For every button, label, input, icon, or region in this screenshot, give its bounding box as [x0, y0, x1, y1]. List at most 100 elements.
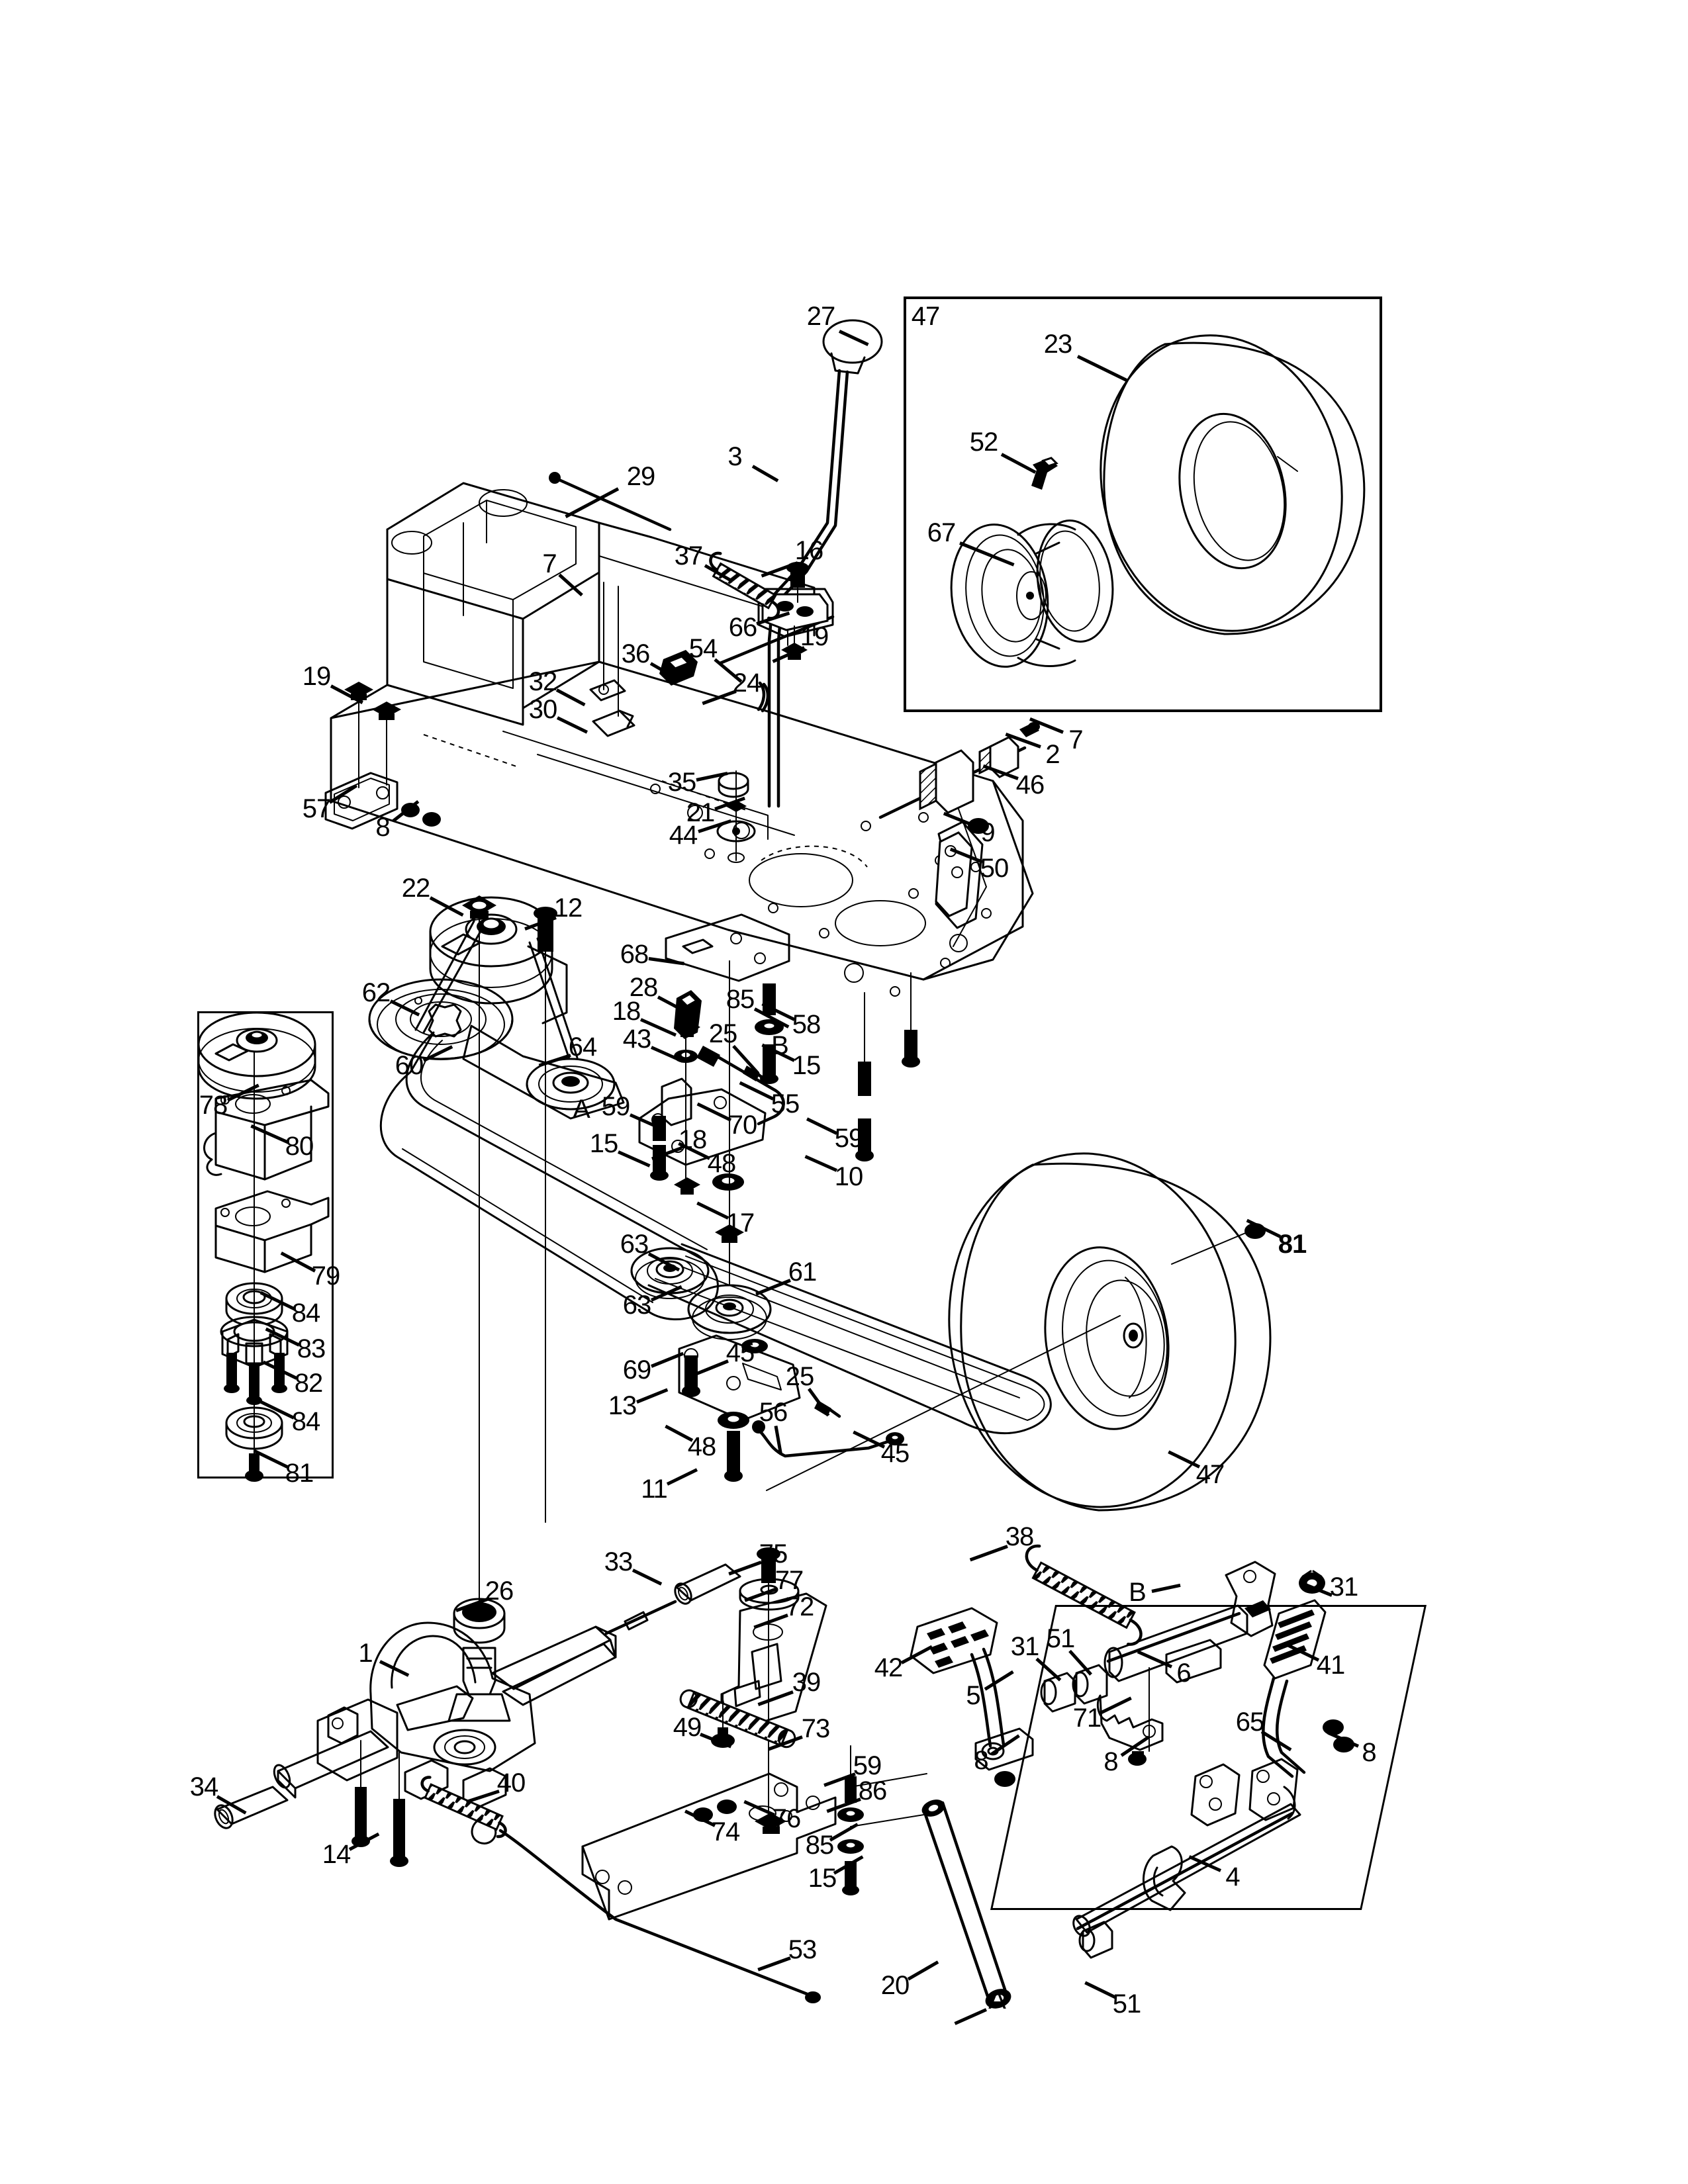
callout-67: 67 — [927, 518, 956, 547]
callout-9: 9 — [980, 818, 995, 847]
control-rod-20 — [921, 1799, 1011, 2009]
callout-8a: 8 — [375, 813, 390, 842]
callout-7: 7 — [542, 549, 557, 578]
callout-66: 66 — [728, 613, 757, 642]
callout-22: 22 — [401, 874, 430, 903]
callout-4: 4 — [1225, 1862, 1240, 1891]
callout-10: 10 — [834, 1162, 863, 1191]
callout-5: 5 — [966, 1681, 980, 1710]
callout-44: 44 — [669, 821, 698, 850]
callout-65: 65 — [1235, 1707, 1264, 1737]
callout-40: 40 — [496, 1768, 526, 1797]
callout-19b: 19 — [302, 662, 331, 691]
rear-wheel-inset-art — [943, 312, 1369, 672]
callout-A1: A — [573, 1095, 590, 1124]
rear-wheel-large — [927, 1135, 1270, 1526]
mid-hardware — [632, 915, 1120, 1490]
callout-19a: 19 — [800, 622, 829, 651]
callout-B2: B — [1129, 1578, 1147, 1607]
callout-38: 38 — [1005, 1522, 1034, 1551]
callout-63b: 63 — [622, 1291, 651, 1320]
callout-7b: 7 — [1068, 725, 1083, 754]
callout-81b: 81 — [285, 1459, 314, 1488]
callout-39: 39 — [792, 1668, 821, 1697]
callout-63a: 63 — [620, 1230, 649, 1259]
callout-54: 54 — [688, 634, 718, 663]
callout-2: 2 — [1045, 740, 1060, 769]
callout-85b: 85 — [805, 1831, 834, 1860]
callout-47b: 47 — [1196, 1460, 1225, 1489]
callout-85a: 85 — [726, 985, 755, 1014]
callout-53: 53 — [788, 1935, 817, 1964]
callout-62: 62 — [361, 978, 391, 1007]
callout-59c: 59 — [853, 1751, 882, 1780]
callout-86: 86 — [858, 1776, 887, 1805]
callout-26: 26 — [485, 1576, 514, 1606]
callout-48b: 48 — [687, 1432, 716, 1461]
callout-46: 46 — [1015, 770, 1045, 799]
callout-42: 42 — [874, 1653, 903, 1682]
callout-34: 34 — [189, 1772, 218, 1801]
callout-11: 11 — [641, 1475, 668, 1504]
callout-14: 14 — [322, 1840, 351, 1869]
idler-bracket-inset-art — [199, 1013, 328, 1482]
callout-8d: 8 — [1362, 1738, 1376, 1767]
callout-70: 70 — [728, 1111, 757, 1140]
callout-68: 68 — [620, 940, 649, 969]
callout-78: 78 — [199, 1091, 228, 1120]
callout-77: 77 — [774, 1566, 804, 1595]
callout-83: 83 — [297, 1334, 326, 1363]
callout-32: 32 — [528, 667, 557, 696]
callout-15c: 15 — [808, 1864, 837, 1893]
callout-13: 13 — [608, 1391, 637, 1420]
callout-12: 12 — [553, 893, 583, 923]
callout-45a: 45 — [726, 1338, 755, 1367]
callout-64: 64 — [568, 1032, 597, 1062]
callout-18a: 18 — [612, 997, 641, 1026]
callout-35: 35 — [667, 768, 696, 797]
callout-61: 61 — [788, 1257, 817, 1287]
callout-49: 49 — [673, 1713, 702, 1742]
callout-82: 82 — [294, 1369, 323, 1398]
callout-3: 3 — [727, 442, 742, 471]
callout-51a: 51 — [1046, 1624, 1075, 1653]
callout-B1: B — [771, 1031, 789, 1060]
callout-56: 56 — [759, 1398, 788, 1427]
brake-rod-bracket-group — [583, 1547, 940, 1919]
callout-69: 69 — [622, 1355, 651, 1385]
callout-47: 47 — [911, 302, 940, 331]
idler-bracket-inset-box — [197, 1011, 334, 1479]
callout-59a: 59 — [601, 1092, 630, 1121]
callout-71: 71 — [1072, 1704, 1102, 1733]
callout-48a: 48 — [707, 1149, 736, 1178]
callout-55: 55 — [771, 1089, 800, 1118]
callout-79: 79 — [311, 1261, 340, 1291]
callout-31a: 31 — [1329, 1572, 1358, 1602]
callout-73: 73 — [801, 1714, 830, 1743]
callout-27: 27 — [806, 302, 835, 331]
pedal-assembly — [911, 1543, 1354, 1958]
callout-6: 6 — [1176, 1659, 1191, 1688]
callout-8c: 8 — [1103, 1747, 1118, 1776]
callout-20: 20 — [880, 1971, 910, 2000]
callout-A2: A — [988, 1985, 1006, 2015]
callout-43: 43 — [622, 1024, 651, 1054]
callout-24: 24 — [732, 668, 761, 698]
callout-51b: 51 — [1112, 1989, 1141, 2019]
callout-36: 36 — [621, 639, 650, 668]
callout-21: 21 — [686, 798, 715, 827]
callout-72: 72 — [785, 1592, 814, 1621]
callout-52: 52 — [969, 428, 998, 457]
callout-84a: 84 — [291, 1298, 320, 1328]
callout-30: 30 — [528, 695, 557, 724]
callout-15b: 15 — [589, 1129, 618, 1158]
callout-80: 80 — [285, 1132, 314, 1161]
rear-wheel-inset-box — [904, 296, 1382, 712]
callout-33: 33 — [604, 1547, 633, 1576]
callout-23: 23 — [1043, 330, 1072, 359]
callout-25a: 25 — [708, 1019, 737, 1048]
callout-60: 60 — [395, 1051, 424, 1080]
callout-45b: 45 — [880, 1439, 910, 1468]
